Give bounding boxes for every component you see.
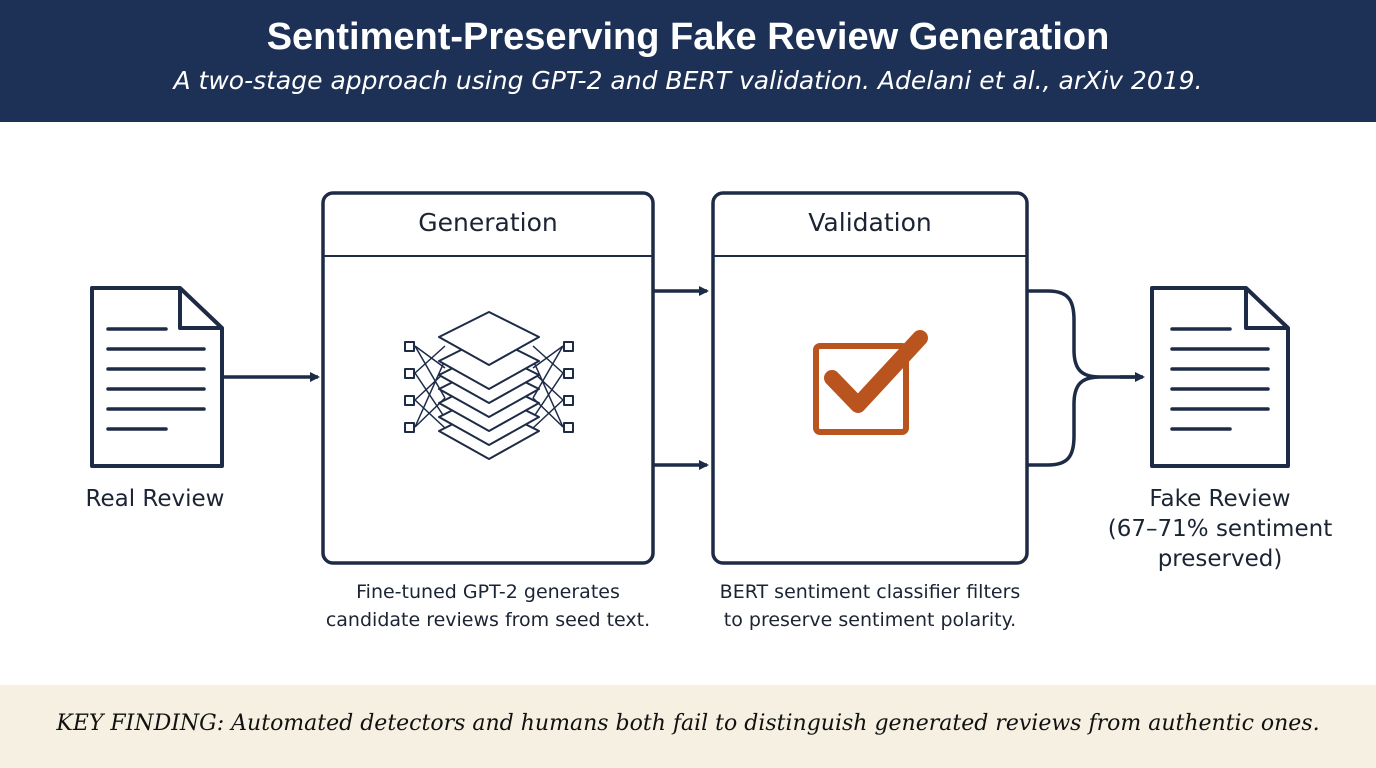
arrow-validation-to-output: [1027, 289, 1140, 467]
generation-caption: Fine-tuned GPT-2 generates candidate rev…: [283, 578, 693, 634]
checkbox-check-icon: [813, 330, 928, 435]
validation-box: [711, 191, 1029, 565]
page-subtitle: A two-stage approach using GPT-2 and BER…: [173, 66, 1203, 95]
header: Sentiment-Preserving Fake Review Generat…: [0, 0, 1376, 122]
real-review-label: Real Review: [85, 486, 225, 512]
validation-title: Validation: [808, 208, 932, 237]
real-review-document-icon: [90, 286, 224, 468]
fake-review-label-line-1: Fake Review: [1149, 486, 1291, 512]
fake-review-label-line-3: preserved): [1157, 546, 1283, 572]
generation-title: Generation: [418, 208, 558, 237]
neural-network-icon: [404, 311, 574, 460]
generation-caption-line-1: Fine-tuned GPT-2 generates: [356, 581, 620, 603]
pipeline-diagram: [90, 191, 1290, 565]
validation-caption-line-1: BERT sentiment classifier filters: [719, 581, 1021, 603]
fake-review-label-line-2: (67–71% sentiment: [1107, 516, 1333, 542]
generation-caption-line-2: candidate reviews from seed text.: [325, 609, 651, 631]
validation-caption: BERT sentiment classifier filters to pre…: [665, 578, 1075, 634]
validation-caption-line-2: to preserve sentiment polarity.: [723, 609, 1017, 631]
key-finding-banner: KEY FINDING: Automated detectors and hum…: [0, 685, 1376, 768]
fake-review-document-icon: [1150, 286, 1290, 468]
fake-review-label: Fake Review (67–71% sentiment preserved): [1100, 484, 1340, 574]
key-finding-text: KEY FINDING: Automated detectors and hum…: [56, 711, 1320, 736]
page-title: Sentiment-Preserving Fake Review Generat…: [266, 16, 1110, 58]
